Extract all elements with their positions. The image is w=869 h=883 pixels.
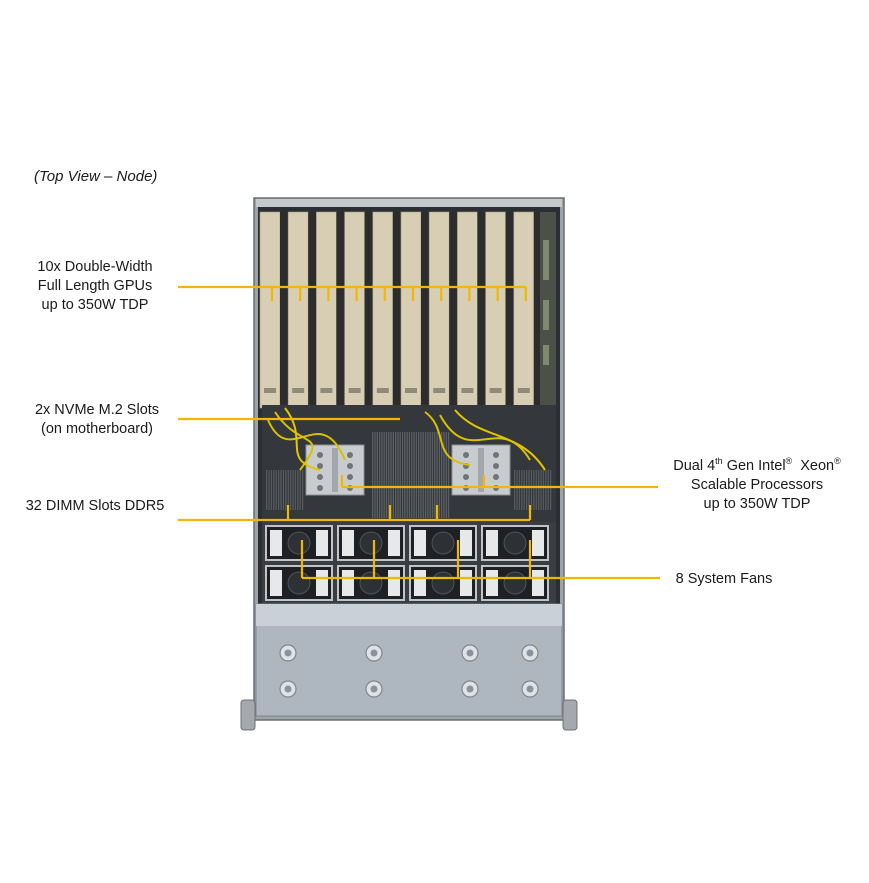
system-fan[interactable] (337, 525, 405, 561)
fan-wall (262, 522, 556, 604)
riser-board (540, 212, 556, 408)
gpu-card (372, 211, 400, 409)
gpu-array (259, 211, 541, 409)
gpu-card (344, 211, 372, 409)
motherboard (262, 405, 556, 523)
gpu-card (400, 211, 428, 409)
panel-screw (521, 680, 539, 698)
right-rack-handle[interactable] (562, 699, 578, 731)
panel-screw (461, 644, 479, 662)
panel-screw (279, 644, 297, 662)
label-cpu: Dual 4th Gen Intel® Xeon® Scalable Proce… (673, 456, 841, 512)
panel-screw (521, 644, 539, 662)
system-fan[interactable] (481, 565, 549, 601)
gpu-card (428, 211, 457, 409)
gpu-card (259, 211, 287, 409)
gpu-card (287, 211, 316, 409)
view-caption: (Top View – Node) (34, 168, 158, 185)
system-fan[interactable] (265, 525, 333, 561)
panel-screw (279, 680, 297, 698)
system-fan[interactable] (409, 525, 477, 561)
system-fan[interactable] (265, 565, 333, 601)
panel-screw (365, 680, 383, 698)
system-fan[interactable] (481, 525, 549, 561)
label-gpus: 10x Double-Width Full Length GPUs up to … (37, 259, 153, 313)
panel-screw (461, 680, 479, 698)
gpu-card (485, 211, 513, 409)
label-dimm: 32 DIMM Slots DDR5 (25, 498, 165, 514)
gpu-card (457, 211, 485, 409)
front-drive-panel (255, 603, 563, 717)
left-rack-handle[interactable] (240, 699, 256, 731)
label-nvme: 2x NVMe M.2 Slots (on motherboard) (34, 402, 160, 437)
system-fan[interactable] (409, 565, 477, 601)
gpu-card (513, 211, 541, 409)
label-fans: 8 System Fans (675, 571, 773, 587)
system-fan[interactable] (337, 565, 405, 601)
callout-lines (178, 285, 660, 580)
panel-screw (365, 644, 383, 662)
gpu-card (316, 211, 344, 409)
